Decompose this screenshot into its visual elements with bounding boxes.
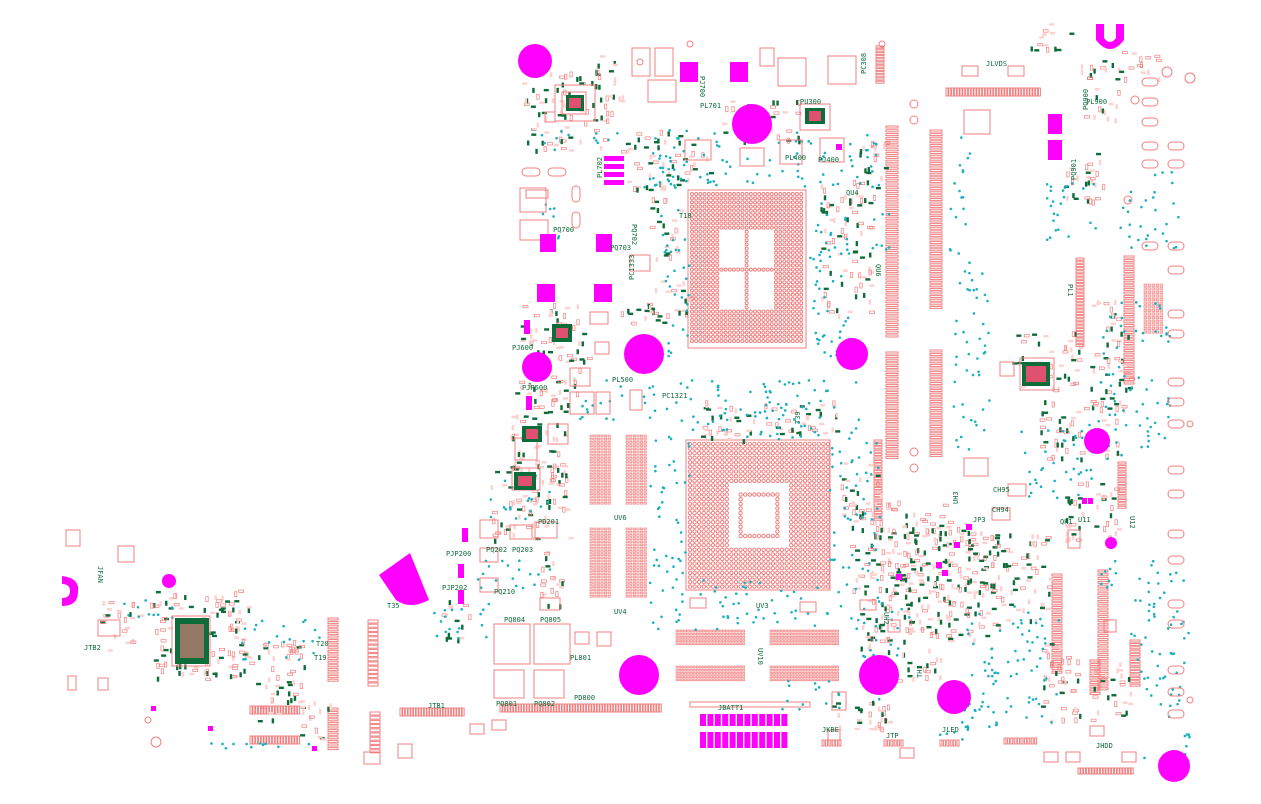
label-pd800: PD800 [574,694,595,702]
label-pq901: PQ901 [1070,159,1078,180]
label-uv3: UV3 [756,602,769,610]
label-pd201: PD201 [538,518,559,526]
label-pq801: PQ801 [496,700,517,708]
connector-strips [249,45,1141,775]
label-pq703: PQ703 [610,244,631,252]
bga-cpu-upper [687,189,807,349]
label-t39: T39 [794,411,802,424]
bga-cpu-lower [685,439,831,591]
label-t18: T18 [679,212,692,220]
label-pj400: PJ400 [818,156,839,164]
label-jkbe: JKBE [822,726,839,734]
label-qu6: QU6 [874,264,882,277]
label-th1: TH1 [916,665,924,678]
label-pq805: PQ805 [540,616,561,624]
label-qh1: QH1 [1060,518,1073,526]
label-pl400: PL400 [785,154,806,162]
label-t19: T19 [314,654,327,662]
label-pc1321: PC1321 [662,392,687,400]
label-pj600: PJ600 [512,344,533,352]
label-jp3: JP3 [973,516,986,524]
ic-packages [175,95,1050,664]
label-pjp500: PJP500 [522,384,547,392]
label-pq202: PQ202 [486,546,507,554]
label-pq900: PQ900 [1082,89,1090,110]
label-qu4: QU4 [846,189,859,197]
outline-pads [65,40,1196,765]
label-uv10: UV10 [756,648,764,665]
label-pq700: PQ700 [553,226,574,234]
magenta-markers [62,24,1190,782]
label-jtp: JTP [886,732,899,740]
label-pc1333: PC1333 [628,255,636,280]
label-uv4: UV4 [614,608,627,616]
label-pl801: PL801 [570,654,591,662]
label-u11: U11 [1078,516,1091,524]
label-t35: T35 [387,602,400,610]
label-uv6: UV6 [614,514,627,522]
label-pq804: PQ804 [504,616,525,624]
label-pjp202: PJP202 [442,584,467,592]
label-pl701: PL701 [700,102,721,110]
label-pq702: PQ702 [630,224,638,245]
label-jhdd: JHDD [1096,742,1113,750]
label-pj700: PJ700 [698,76,706,97]
label-ch94: CH94 [992,506,1009,514]
label-pu300: PU300 [800,98,821,106]
label-pc308: PC308 [860,53,868,74]
label-pl500: PL500 [612,376,633,384]
label-jled: JLED [942,726,959,734]
label-jtb1: JTB1 [428,702,445,710]
label-pl702: PL702 [596,157,604,178]
label-pl900: PL900 [1086,98,1107,106]
label-u12: U12 [1128,516,1136,529]
ref-labels: JLVDS PJ700 PL701 PU300 PC308 PL400 PJ40… [84,53,1136,750]
label-pq203: PQ203 [512,546,533,554]
label-pq802: PQ802 [534,700,555,708]
label-uh2: UH2 [882,612,890,625]
label-ch95: CH95 [993,486,1010,494]
label-t20: T20 [316,640,329,648]
label-uh3: UH3 [952,491,960,504]
pad-grids [589,283,1163,748]
label-jfan: JFAN [96,566,104,583]
label-pl1: PL1 [1066,284,1074,297]
label-pjp200: PJP200 [446,550,471,558]
small-components [100,23,1162,741]
label-jlvds: JLVDS [986,60,1007,68]
label-jbatt: JBATT1 [718,704,743,712]
label-pq210: PQ210 [494,588,515,596]
label-jtb2: JTB2 [84,644,101,652]
